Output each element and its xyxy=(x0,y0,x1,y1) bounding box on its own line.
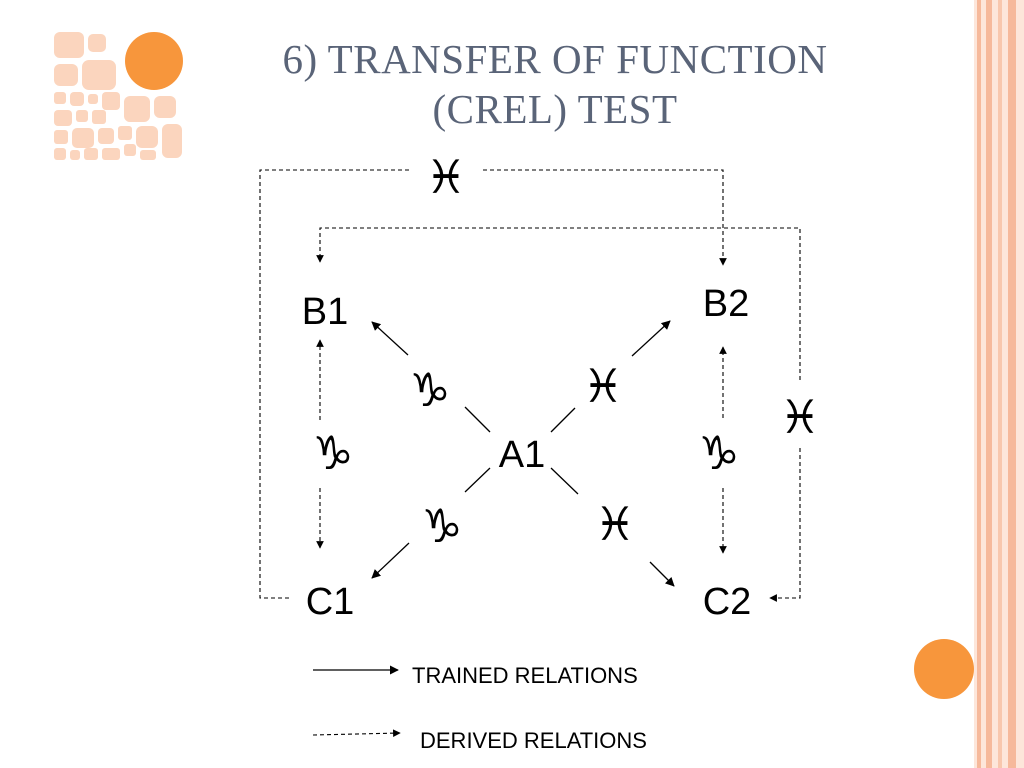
capricorn-symbol-b2-c2: ♑ xyxy=(698,426,739,480)
capricorn-symbol-a1-c1: ♑ xyxy=(421,499,462,553)
decorative-orange-circle xyxy=(914,639,974,699)
pisces-symbol-a1-b2: ♓ xyxy=(582,359,623,413)
capricorn-symbol-b1-c1: ♑ xyxy=(312,426,353,480)
legend-derived-label: DERIVED RELATIONS xyxy=(420,728,647,753)
title-line-2-suffix: ) TEST xyxy=(553,86,678,132)
trained-a1-c1-arrow xyxy=(371,542,410,579)
derived-c1-b2-path-right xyxy=(483,169,727,266)
title-line-2: (CREL) TEST xyxy=(195,84,915,134)
trained-a1-c2-arrow xyxy=(649,561,675,587)
title-crel-smallcaps: REL xyxy=(474,86,554,132)
node-c1: C1 xyxy=(306,581,355,623)
legend-derived-line xyxy=(312,729,401,738)
node-b2: B2 xyxy=(703,283,749,325)
pisces-symbol-c2-b1: ♓ xyxy=(779,390,820,444)
pisces-symbol-a1-c2: ♓ xyxy=(594,497,635,551)
right-border-stripes xyxy=(974,0,1024,768)
pisces-symbol-c1-b2: ♓ xyxy=(425,150,466,204)
node-c2: C2 xyxy=(703,581,752,623)
slide-title: 6) TRANSFER OF FUNCTION (CREL) TEST xyxy=(195,34,915,134)
trained-a1-b1-arrow xyxy=(371,321,409,356)
derived-c2-b1-path-upper xyxy=(316,227,801,380)
trained-a1-b1-segment-1 xyxy=(464,406,491,433)
capricorn-symbol-a1-b1: ♑ xyxy=(409,363,450,417)
derived-c1-b2-path-left xyxy=(259,169,412,599)
derived-c2-b1-path-lower xyxy=(769,448,801,602)
decorative-tile-logo xyxy=(54,32,183,160)
title-line-1: 6) TRANSFER OF FUNCTION xyxy=(282,36,828,82)
node-b1: B1 xyxy=(302,291,348,333)
title-line-2-prefix: (C xyxy=(432,86,475,132)
trained-a1-b2-arrow xyxy=(631,320,671,357)
node-a1: A1 xyxy=(499,434,545,476)
legend-trained-label: TRAINED RELATIONS xyxy=(412,663,638,688)
trained-a1-c2-segment-1 xyxy=(550,467,579,495)
trained-a1-c1-segment-1 xyxy=(464,467,491,493)
trained-a1-b2-segment-1 xyxy=(550,407,576,433)
